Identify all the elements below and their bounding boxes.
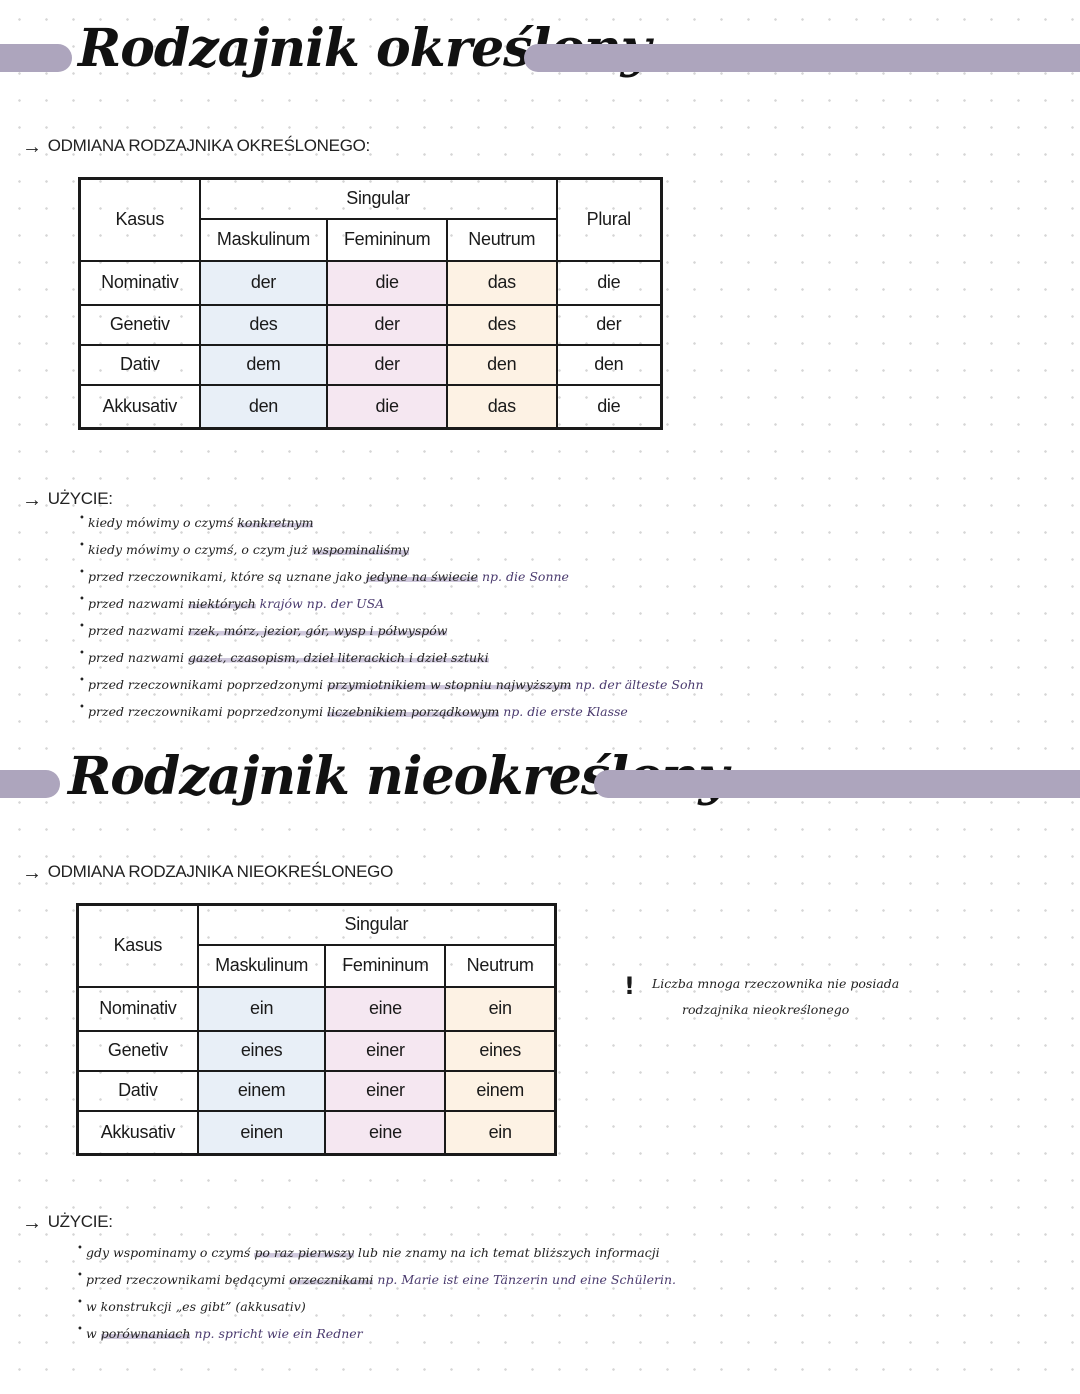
list-item: w porównaniach np. spricht wie ein Redne… xyxy=(77,1324,363,1341)
indefinite-article-table: Kasus Singular Maskulinum Femininum Neut… xyxy=(76,903,557,1156)
list-item: przed nazwami niektórych krajów np. der … xyxy=(79,594,384,611)
table-cell: ein xyxy=(444,1109,557,1156)
table-cell: des xyxy=(445,303,558,346)
table-cell: eine xyxy=(324,985,447,1032)
title-decor-left xyxy=(0,44,72,72)
arrow-right-icon: → xyxy=(22,1212,42,1234)
side-note-line2: rodzajnika nieokreślonego xyxy=(682,1002,850,1017)
list-item: kiedy mówimy o czymś konkretnym xyxy=(79,513,314,530)
list-item: przed rzeczownikami poprzedzonymi przymi… xyxy=(79,675,704,692)
declension-heading-definite: →ODMIANA RODZAJNIKA OKREŚLONEGO: xyxy=(22,136,370,158)
arrow-right-icon: → xyxy=(22,489,42,511)
kasus-header: Kasus xyxy=(76,903,199,988)
table-cell: den xyxy=(198,383,329,430)
table-cell: der xyxy=(555,303,663,346)
table-cell: der xyxy=(198,259,329,306)
title-decor-right xyxy=(524,44,1080,72)
table-cell: eines xyxy=(196,1029,327,1072)
kasus-cell: Genetiv xyxy=(78,303,201,346)
table-cell: ein xyxy=(444,985,557,1032)
side-note-line1: Liczba mnoga rzeczownika nie posiada xyxy=(652,976,900,991)
kasus-cell: Nominativ xyxy=(76,985,199,1032)
table-cell: das xyxy=(445,259,558,306)
table-cell: dem xyxy=(198,343,329,386)
table-cell: ein xyxy=(196,985,327,1032)
list-item: gdy wspominamy o czymś po raz pierwszy l… xyxy=(77,1243,660,1260)
usage-heading-indefinite: →UŻYCIE: xyxy=(22,1212,113,1234)
table-cell: einer xyxy=(324,1029,447,1072)
title-decor-left xyxy=(0,770,60,798)
list-item: w konstrukcji „es gibt” (akkusativ) xyxy=(77,1297,306,1314)
table-cell: einen xyxy=(196,1109,327,1156)
singular-header: Singular xyxy=(196,903,557,946)
kasus-cell: Dativ xyxy=(76,1069,199,1112)
usage-heading-definite: →UŻYCIE: xyxy=(22,489,113,511)
list-item: przed rzeczownikami poprzedzonymi liczeb… xyxy=(79,702,628,719)
table-cell: den xyxy=(445,343,558,386)
table-cell: der xyxy=(326,343,448,386)
gender-header-femininum: Femininum xyxy=(324,943,447,988)
kasus-cell: Akkusativ xyxy=(78,383,201,430)
table-cell: des xyxy=(198,303,329,346)
list-item: przed nazwami gazet, czasopism, dzieł li… xyxy=(79,648,489,665)
exclamation-icon: ! xyxy=(624,972,635,1000)
list-item: kiedy mówimy o czymś, o czym już wspomin… xyxy=(79,540,410,557)
table-cell: einem xyxy=(196,1069,327,1112)
table-cell: die xyxy=(326,259,448,306)
arrow-right-icon: → xyxy=(22,862,42,884)
table-cell: die xyxy=(555,259,663,306)
kasus-cell: Nominativ xyxy=(78,259,201,306)
list-item: przed rzeczownikami, które są uznane jak… xyxy=(79,567,569,584)
arrow-right-icon: → xyxy=(22,136,42,158)
declension-heading-indefinite: →ODMIANA RODZAJNIKA NIEOKREŚLONEGO xyxy=(22,862,393,884)
table-cell: den xyxy=(555,343,663,386)
title-decor-right xyxy=(594,770,1080,798)
kasus-cell: Genetiv xyxy=(76,1029,199,1072)
plural-header: Plural xyxy=(555,177,663,262)
table-cell: das xyxy=(445,383,558,430)
definite-article-table: Kasus Singular Plural Maskulinum Feminin… xyxy=(78,177,663,430)
table-cell: die xyxy=(326,383,448,430)
gender-header-maskulinum: Maskulinum xyxy=(196,943,327,988)
gender-header-femininum: Femininum xyxy=(326,217,448,262)
list-item: przed rzeczownikami będącymi orzecznikam… xyxy=(77,1270,676,1287)
table-cell: einem xyxy=(444,1069,557,1112)
gender-header-maskulinum: Maskulinum xyxy=(198,217,329,262)
table-cell: einer xyxy=(324,1069,447,1112)
kasus-cell: Dativ xyxy=(78,343,201,386)
table-cell: der xyxy=(326,303,448,346)
table-cell: eines xyxy=(444,1029,557,1072)
gender-header-neutrum: Neutrum xyxy=(445,217,558,262)
list-item: przed nazwami rzek, mórz, jezior, gór, w… xyxy=(79,621,448,638)
table-cell: eine xyxy=(324,1109,447,1156)
singular-header: Singular xyxy=(198,177,558,220)
kasus-cell: Akkusativ xyxy=(76,1109,199,1156)
table-cell: die xyxy=(555,383,663,430)
gender-header-neutrum: Neutrum xyxy=(444,943,557,988)
kasus-header: Kasus xyxy=(78,177,201,262)
